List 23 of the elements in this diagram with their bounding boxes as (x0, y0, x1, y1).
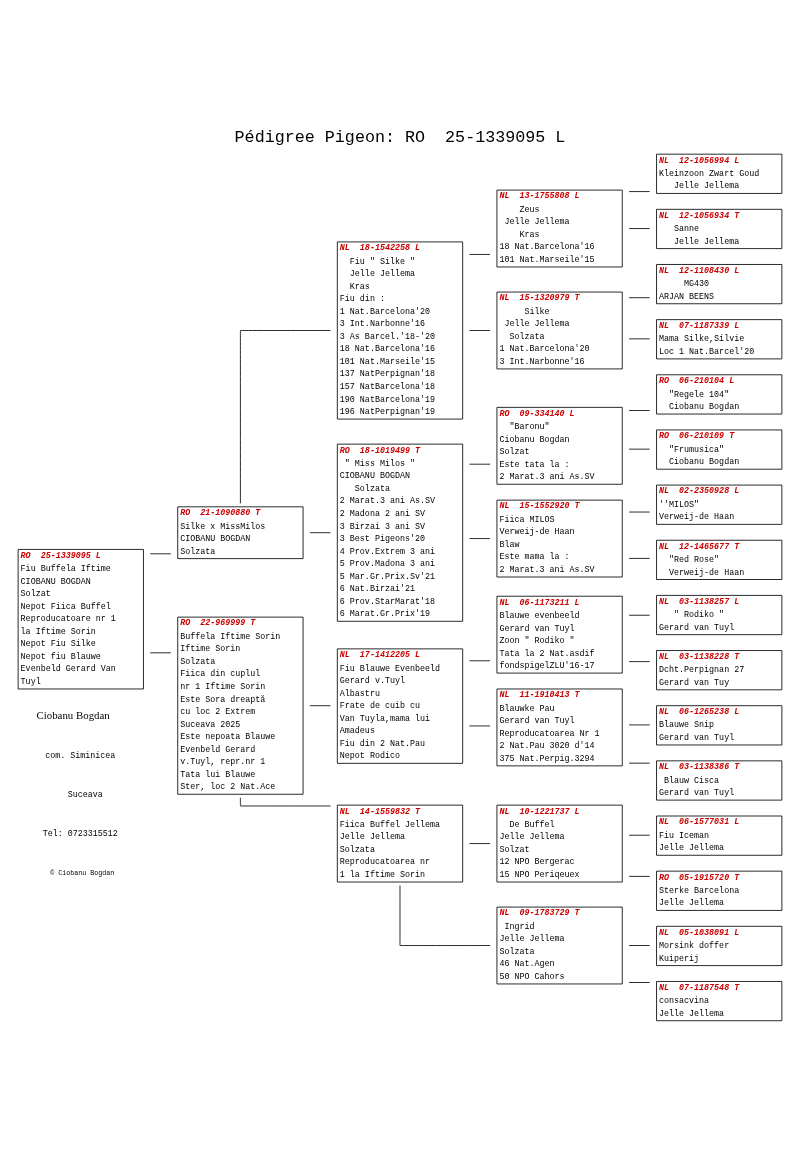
connector (628, 297, 651, 299)
connector (239, 330, 331, 504)
label: com. Siminicea (45, 750, 116, 761)
connector (469, 843, 491, 844)
connector (469, 254, 491, 255)
connector (628, 410, 651, 411)
connector (628, 661, 651, 663)
connector (628, 875, 651, 877)
diagram-title: Pédigree Pigeon: RO 25-1339095 L (234, 128, 566, 148)
label: Tel: 0723315512 (42, 829, 118, 840)
connector (399, 885, 491, 946)
connector (628, 982, 651, 983)
connector (309, 532, 331, 534)
connector (628, 228, 651, 229)
connector (469, 330, 491, 331)
connector (469, 538, 491, 539)
label: Suceava (67, 790, 103, 801)
connector (628, 191, 651, 192)
connector (628, 945, 651, 946)
connector (239, 797, 331, 807)
connector (309, 705, 331, 707)
label: Ciobanu Bogdan (36, 709, 110, 722)
connector (628, 558, 651, 559)
